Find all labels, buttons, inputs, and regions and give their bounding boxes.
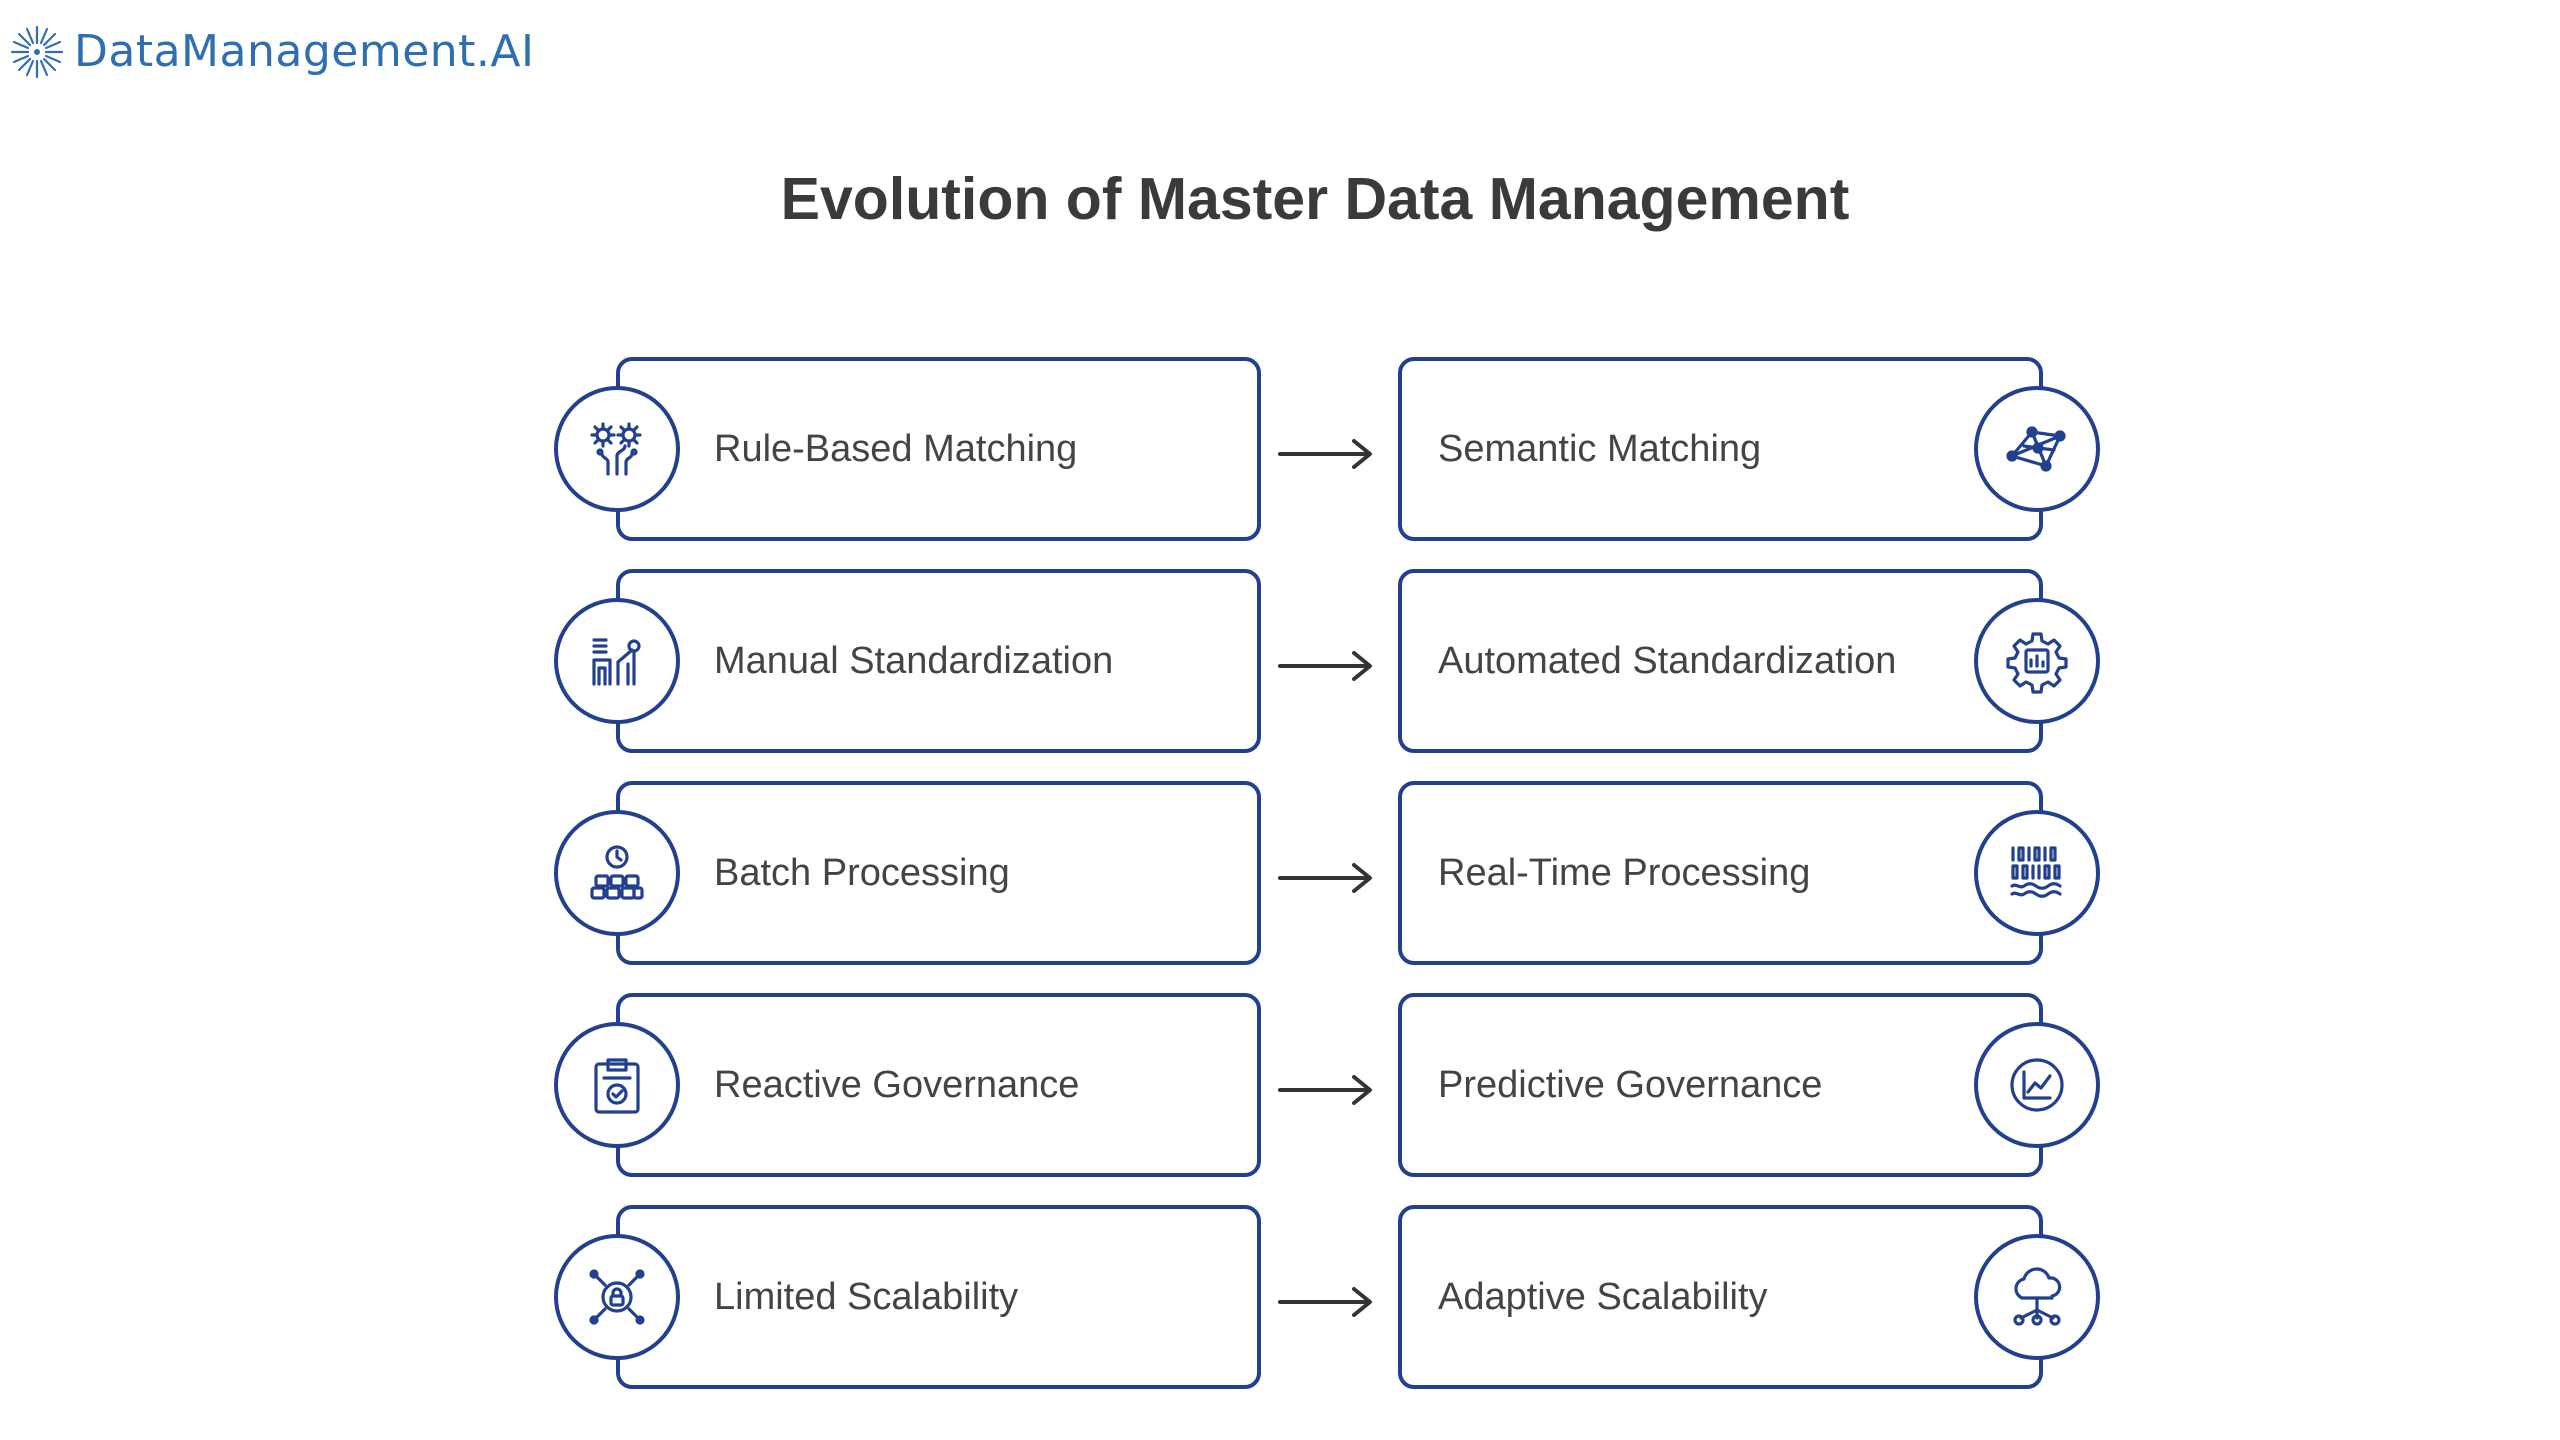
modern-icon-badge bbox=[1974, 1022, 2100, 1148]
semantic-network-icon bbox=[2006, 426, 2066, 472]
transition-arrow bbox=[1278, 1287, 1372, 1317]
modern-card-label: Predictive Governance bbox=[1438, 1064, 1823, 1106]
legacy-card-manual-standardization: Manual Standardization bbox=[616, 569, 1261, 753]
page-title: Evolution of Master Data Management bbox=[780, 166, 1850, 232]
modern-card-real-time-processing: Real-Time Processing bbox=[1398, 781, 2043, 965]
legacy-icon-badge bbox=[554, 1234, 680, 1360]
clipboard-check-icon bbox=[594, 1058, 640, 1114]
legacy-icon-badge bbox=[554, 386, 680, 512]
modern-card-label: Automated Standardization bbox=[1438, 640, 1897, 682]
modern-icon-badge bbox=[1974, 386, 2100, 512]
modern-card-adaptive-scalability: Adaptive Scalability bbox=[1398, 1205, 2043, 1389]
trend-chart-icon bbox=[2010, 1058, 2064, 1112]
legacy-card-label: Manual Standardization bbox=[714, 640, 1114, 682]
modern-card-label: Adaptive Scalability bbox=[1438, 1276, 1768, 1318]
legacy-card-label: Rule-Based Matching bbox=[714, 428, 1078, 470]
transition-arrow bbox=[1278, 651, 1372, 681]
modern-icon-badge bbox=[1974, 810, 2100, 936]
legacy-icon-badge bbox=[554, 810, 680, 936]
modern-card-label: Real-Time Processing bbox=[1438, 852, 1811, 894]
batch-clock-icon bbox=[590, 845, 644, 900]
transition-arrow bbox=[1278, 1075, 1372, 1105]
modern-icon-badge bbox=[1974, 1234, 2100, 1360]
legacy-card-limited-scalability: Limited Scalability bbox=[616, 1205, 1261, 1389]
brand-logo[interactable]: DataManagement.AI bbox=[8, 22, 534, 82]
manual-worker-chart-icon bbox=[592, 638, 641, 686]
locked-nodes-icon bbox=[589, 1269, 645, 1325]
binary-stream-icon bbox=[2010, 846, 2062, 898]
automation-gear-icon bbox=[2006, 632, 2068, 694]
legacy-icon-badge bbox=[554, 598, 680, 724]
legacy-card-label: Batch Processing bbox=[714, 852, 1010, 894]
legacy-card-label: Reactive Governance bbox=[714, 1064, 1080, 1106]
cloud-network-icon bbox=[2013, 1267, 2062, 1326]
legacy-card-reactive-governance: Reactive Governance bbox=[616, 993, 1261, 1177]
modern-card-semantic-matching: Semantic Matching bbox=[1398, 357, 2043, 541]
brand-name: DataManagement.AI bbox=[74, 26, 535, 77]
legacy-card-label: Limited Scalability bbox=[714, 1276, 1019, 1318]
legacy-icon-badge bbox=[554, 1022, 680, 1148]
modern-card-predictive-governance: Predictive Governance bbox=[1398, 993, 2043, 1177]
rules-gears-icon bbox=[590, 422, 642, 476]
transition-arrow bbox=[1278, 863, 1372, 893]
legacy-card-batch-processing: Batch Processing bbox=[616, 781, 1261, 965]
transition-arrow bbox=[1278, 439, 1372, 469]
modern-card-automated-standardization: Automated Standardization bbox=[1398, 569, 2043, 753]
legacy-card-rule-based-matching: Rule-Based Matching bbox=[616, 357, 1261, 541]
modern-card-label: Semantic Matching bbox=[1438, 428, 1762, 470]
starburst-logo-icon bbox=[10, 25, 64, 79]
modern-icon-badge bbox=[1974, 598, 2100, 724]
